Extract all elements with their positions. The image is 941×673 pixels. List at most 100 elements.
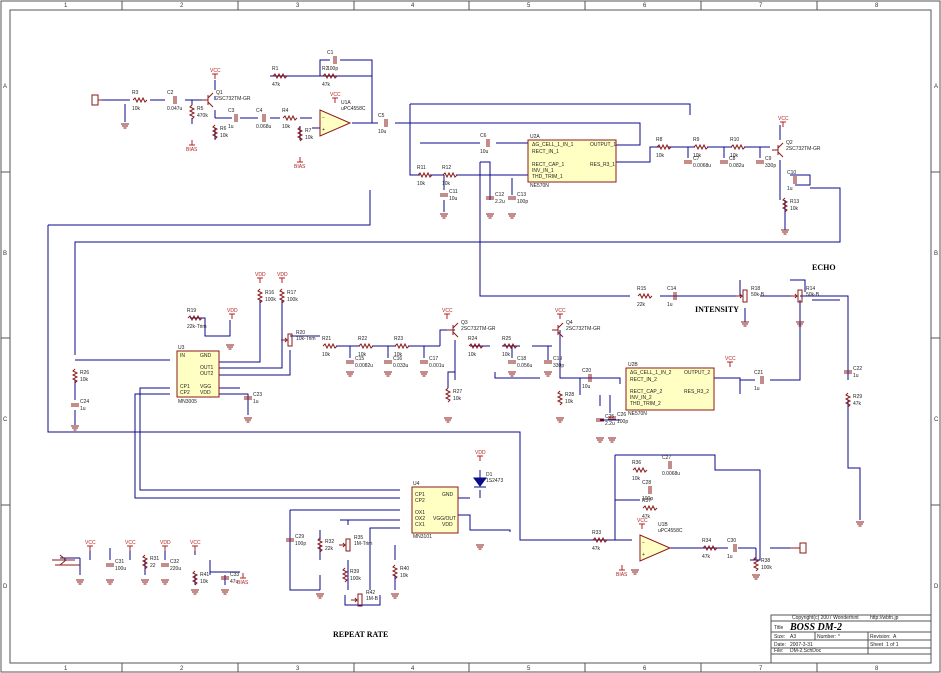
ground-symbol — [191, 589, 199, 595]
component-ref: C17 — [429, 356, 438, 362]
component-value: 0.056u — [517, 363, 533, 369]
component-value: 2SC732TM-GR — [566, 326, 601, 332]
component-ref: C7 — [693, 156, 700, 162]
diode-d1 — [473, 477, 487, 488]
component-value: 0.0068u — [662, 471, 680, 477]
component-ref: R1 — [272, 66, 279, 72]
tb-title-label: Title — [774, 625, 783, 631]
svg-text:U1A: U1A — [341, 100, 351, 106]
component-value: 10k — [220, 133, 229, 139]
svg-text:ΔG_CELL_1_IN_2: ΔG_CELL_1_IN_2 — [630, 370, 672, 376]
component-ref: C31 — [115, 559, 124, 565]
grid-row-label: C — [934, 417, 939, 423]
svg-text:OX2: OX2 — [415, 516, 425, 522]
svg-text:U2B: U2B — [628, 362, 638, 368]
svg-text:VDD: VDD — [200, 390, 211, 396]
component-ref: C3 — [228, 108, 235, 114]
component-ref: R22 — [358, 336, 367, 342]
component-value: 22k — [325, 546, 334, 552]
component-value: 10k — [730, 153, 739, 159]
component-value: 10u — [480, 149, 489, 155]
inner-frame — [9, 9, 932, 664]
ground-symbol — [781, 229, 789, 235]
svg-text:−: − — [322, 115, 325, 121]
tb-url: http://wbfn.jp — [870, 615, 899, 621]
ground-symbol — [346, 371, 354, 377]
bias-flag: BIAS — [294, 164, 306, 170]
opamp-u1a: −+ U1A uPC4558C — [319, 100, 366, 137]
component-ref: C9 — [765, 156, 772, 162]
component-value: 10k — [322, 352, 331, 358]
component-ref: C24 — [80, 399, 89, 405]
svg-text:CX1: CX1 — [415, 522, 425, 528]
ground-symbol — [508, 371, 516, 377]
component-symbols: R310kC20.047uQ12SC732TM-GRR5470kR610kC31… — [71, 50, 862, 607]
component-ref: R13 — [790, 199, 799, 205]
component-value: 47u — [230, 579, 239, 585]
component-value: 10k — [565, 399, 574, 405]
label-intensity: INTENSITY — [695, 305, 739, 314]
component-ref: R6 — [220, 126, 227, 132]
jack-j3 — [790, 542, 807, 554]
ground-symbol — [391, 593, 399, 599]
component-ref: C32 — [170, 559, 179, 565]
svg-text:RES_R3_1: RES_R3_1 — [590, 162, 615, 168]
component-value: 10k — [502, 352, 511, 358]
vcc-flag: VCC — [555, 308, 566, 314]
component-value: 10k — [693, 153, 702, 159]
component-value: 330p — [553, 363, 564, 369]
ground-symbol — [106, 579, 114, 585]
component-ref: R39 — [350, 569, 359, 575]
vcc-flag: VCC — [637, 518, 648, 524]
component-ref: R8 — [656, 137, 663, 143]
component-value: 10u — [449, 196, 458, 202]
component-value: 330p — [765, 163, 776, 169]
component-ref: R37 — [642, 498, 651, 504]
component-value: 1u — [80, 406, 86, 412]
component-value: 10k — [790, 206, 799, 212]
grid-col-label: 1 — [64, 3, 68, 9]
component-ref: R31 — [150, 556, 159, 562]
ground-symbol — [141, 579, 149, 585]
component-ref: C16 — [393, 356, 402, 362]
component-value: 100k — [287, 297, 298, 303]
svg-text:−: − — [642, 540, 645, 546]
vdd-flag: VDD — [227, 308, 238, 314]
component-value: 100k — [350, 576, 361, 582]
component-value: 47k — [853, 401, 862, 407]
component-ref: R4 — [282, 108, 289, 114]
svg-text:RECT_IN_1: RECT_IN_1 — [532, 149, 559, 155]
ground-symbol — [71, 425, 79, 431]
svg-text:VDD: VDD — [442, 522, 453, 528]
component-ref: R16 — [265, 290, 274, 296]
vcc-flag: VCC — [330, 92, 341, 98]
label-echo: ECHO — [812, 263, 836, 272]
component-ref: C8 — [729, 156, 736, 162]
tb-revision: A — [893, 634, 897, 640]
component-value: 10k — [80, 377, 89, 383]
component-value: 1u — [667, 302, 673, 308]
